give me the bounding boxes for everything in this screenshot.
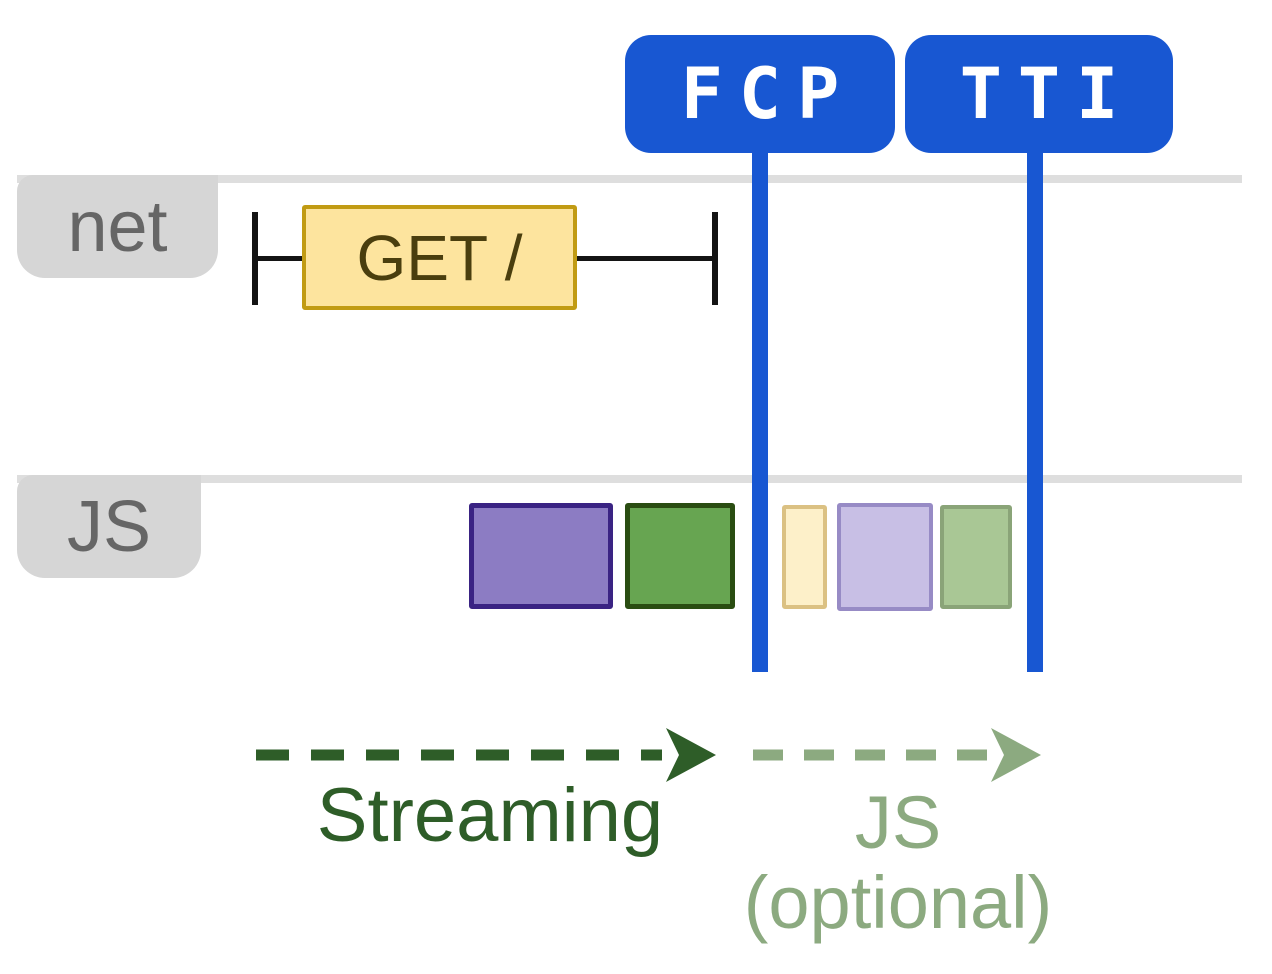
- request-start-whisker: [252, 212, 258, 305]
- fcp-marker-line: [752, 148, 768, 672]
- streaming-phase-label: Streaming: [316, 773, 664, 858]
- fcp-badge: FCP: [625, 35, 895, 153]
- js-optional-arrowhead-icon: [991, 728, 1041, 782]
- js-lane-line: [17, 475, 1242, 483]
- js-task-block-faded-yellow: [782, 505, 827, 609]
- js-task-block-faded-green: [940, 505, 1012, 609]
- js-optional-phase-sublabel: (optional): [743, 861, 1053, 944]
- streaming-arrowhead-icon: [666, 728, 716, 782]
- tti-badge: TTI: [905, 35, 1173, 153]
- net-lane-label-text: net: [67, 186, 168, 267]
- request-end-whisker: [712, 212, 718, 305]
- tti-marker-line: [1027, 148, 1043, 672]
- get-request-label: GET /: [356, 221, 523, 294]
- get-request-box: GET /: [302, 205, 577, 310]
- js-lane-label: JS: [17, 475, 201, 578]
- tti-badge-label: TTI: [959, 53, 1135, 135]
- request-connector-right: [575, 256, 714, 261]
- js-optional-phase-label: JS: [854, 781, 942, 864]
- streaming-phase-arrow: [256, 728, 716, 782]
- js-optional-phase-arrow: [753, 728, 1041, 782]
- js-lane-label-text: JS: [66, 486, 152, 567]
- net-lane-line: [17, 175, 1242, 183]
- js-task-block-green: [625, 503, 735, 609]
- js-task-block-purple: [469, 503, 613, 609]
- fcp-badge-label: FCP: [680, 53, 856, 135]
- js-task-block-faded-lavender: [837, 503, 933, 611]
- request-connector-left: [256, 256, 304, 261]
- net-lane-label: net: [17, 175, 218, 278]
